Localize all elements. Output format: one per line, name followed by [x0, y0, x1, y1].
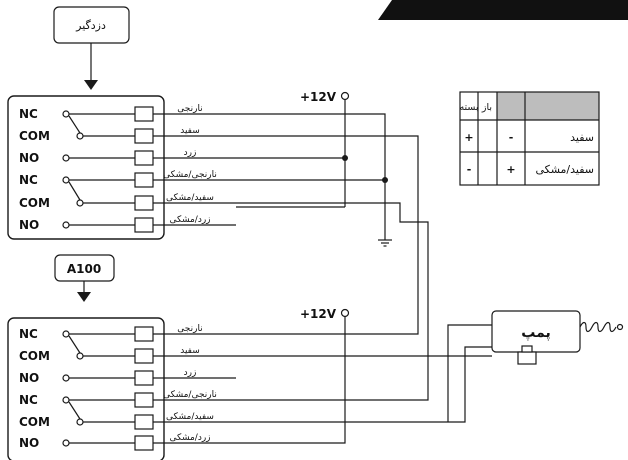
table-cell-closed: - — [467, 163, 472, 176]
wire-label: سفید — [180, 126, 200, 136]
table-cell-closed: + — [464, 131, 473, 144]
contact-point — [76, 199, 84, 207]
connection-wires — [236, 99, 492, 444]
terminal-label-no: NO — [19, 218, 39, 232]
terminal-block — [134, 195, 154, 211]
header-banner — [378, 0, 628, 20]
wire-label: زرد — [184, 368, 197, 378]
terminal-block — [134, 392, 154, 408]
terminal-block — [134, 435, 154, 451]
alarm-device-box: دزدگیر — [53, 6, 130, 44]
contact-point — [62, 221, 70, 229]
terminal-block — [134, 106, 154, 122]
arrow-down-icon — [77, 281, 91, 302]
supply-terminal-bottom — [340, 308, 350, 318]
terminal-block — [134, 414, 154, 430]
terminal-block — [134, 217, 154, 233]
alarm-relay-block: NC نارنجی COM سفید NO زرد NC نارنجی/مشکی COM سفید… — [7, 95, 236, 240]
terminal-label-nc: NC — [19, 107, 38, 121]
wire-label: نارنجی — [177, 324, 202, 334]
pump-spring-icon — [579, 321, 617, 333]
terminal-block — [134, 128, 154, 144]
wire-label: نارنجی — [177, 104, 202, 114]
a100-device-box: A100 — [54, 254, 115, 282]
table-cell-wire: سفید/مشکی — [535, 163, 594, 176]
contact-point — [76, 418, 84, 426]
terminal-block — [134, 348, 154, 364]
contact-point — [62, 330, 70, 338]
contact-point — [62, 154, 70, 162]
terminal-label-com: COM — [19, 196, 50, 210]
wire-label: سفید — [180, 346, 200, 356]
terminal-label-com: COM — [19, 415, 50, 429]
terminal-label-no: NO — [19, 436, 39, 450]
table-cell-open: - — [509, 131, 514, 144]
terminal-label-nc: NC — [19, 393, 38, 407]
wire-label: نارنجی/مشکی — [163, 390, 217, 400]
terminal-label-no: NO — [19, 151, 39, 165]
contact-point — [62, 396, 70, 404]
contact-point — [62, 110, 70, 118]
supply-terminal-top — [340, 91, 350, 101]
table-header-closed: بسته — [459, 102, 478, 113]
terminal-label-nc: NC — [19, 327, 38, 341]
terminal-block — [134, 150, 154, 166]
terminal-label-com: COM — [19, 349, 50, 363]
pump-label: پمپ — [521, 325, 550, 341]
terminal-label-nc: NC — [19, 173, 38, 187]
contact-point — [62, 374, 70, 382]
supply-label-bottom: +12V — [300, 307, 337, 321]
relay-switch-blade — [68, 335, 81, 354]
table-header-open: باز — [481, 102, 492, 113]
table-cell-open: + — [506, 163, 515, 176]
relay-switch-blade — [68, 181, 81, 201]
contact-point — [62, 176, 70, 184]
wire-label: زرد — [184, 148, 197, 158]
relay-switch-blade — [68, 115, 81, 134]
relay-switch-blade — [68, 401, 81, 420]
arrow-down-icon — [84, 43, 98, 90]
terminal-label-com: COM — [19, 129, 50, 143]
a100-device-label: A100 — [67, 262, 101, 276]
contact-point — [76, 352, 84, 360]
wire-label: زرد/مشکی — [169, 433, 210, 443]
wire-label: سفید/مشکی — [166, 412, 214, 422]
polarity-table: بسته باز + - سفید - + سفید/مشکی — [459, 91, 600, 186]
table-cell-wire: سفید — [570, 131, 594, 144]
wire-label: زرد/مشکی — [169, 215, 210, 225]
terminal-block — [134, 370, 154, 386]
terminal-block — [134, 172, 154, 188]
alarm-device-label: دزدگیر — [75, 19, 106, 32]
terminal-label-no: NO — [19, 371, 39, 385]
pump-actuator: پمپ — [491, 310, 624, 365]
contact-point — [76, 132, 84, 140]
terminal-block — [134, 326, 154, 342]
supply-label-top: +12V — [300, 90, 337, 104]
wire-label: نارنجی/مشکی — [163, 170, 217, 180]
wire-label: سفید/مشکی — [166, 193, 214, 203]
contact-point — [62, 439, 70, 447]
a100-relay-block: NC نارنجی COM سفید NO زرد NC نارنجی/مشکی COM سفید… — [7, 317, 236, 460]
pump-plug-icon — [517, 351, 537, 365]
